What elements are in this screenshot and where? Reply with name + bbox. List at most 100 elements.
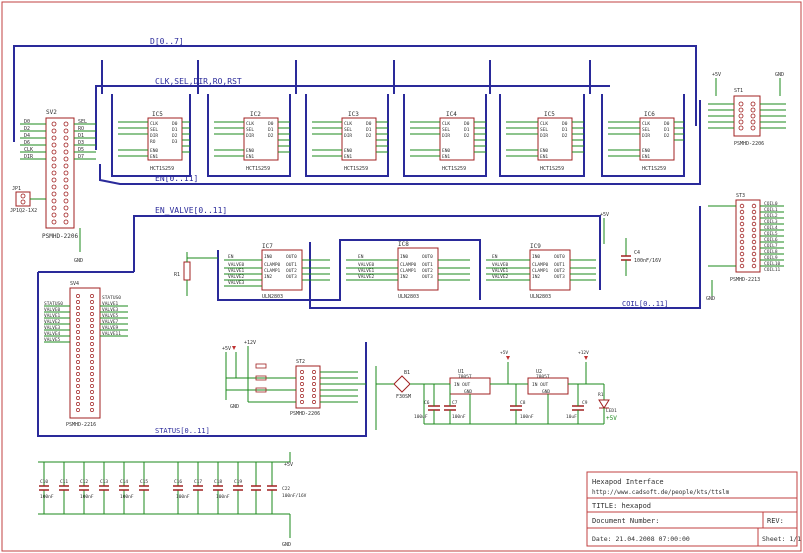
latch-pin: CLK [540, 121, 548, 127]
latch-pin: D1 [464, 127, 470, 133]
driver-pin: VALVE3 [228, 280, 245, 286]
bus-en-label: EN[0..11] [155, 174, 198, 183]
u2-part: 7805T [536, 374, 550, 380]
latch-name: IC6 [644, 111, 655, 118]
led-note: +5V [606, 415, 617, 422]
st3-pin: COIL10 [764, 261, 781, 267]
driver-pin: OUT0 [422, 254, 433, 260]
cap-name: C9 [582, 400, 588, 406]
driver-pin: OUT3 [286, 274, 297, 280]
latch-pin: EN1 [344, 154, 352, 160]
latch-name: IC5 [544, 111, 555, 118]
latch-pin: D1 [664, 127, 670, 133]
driver-pin: VALVE0 [492, 262, 509, 268]
sv2-name: SV2 [46, 109, 57, 116]
bus-en-valve: EN_VALVE[0..11] [133, 206, 601, 301]
sv2-pin: D2 [24, 126, 30, 132]
sv4-pin: VALVE5 [102, 313, 119, 319]
driver-pin: OUT1 [286, 262, 297, 268]
gnd-label: GND [230, 404, 239, 410]
bus-coil-label: COIL[0..11] [622, 300, 668, 308]
latch-name: IC5 [152, 111, 163, 118]
sv2-part: PSMHD-2206 [42, 233, 79, 240]
st3-pin: COIL6 [764, 237, 778, 243]
latch-pin: EN1 [150, 154, 158, 160]
latch-pin: D0 [562, 121, 568, 127]
sv2-pin: D4 [24, 133, 30, 139]
latch-pin: CLK [642, 121, 650, 127]
sv2-pin: D1 [78, 133, 84, 139]
latch-pin: EN0 [642, 148, 650, 154]
latch-pin: D1 [366, 127, 372, 133]
bus-status: STATUS[0..11] [37, 271, 367, 437]
decoupling-cap: C11 [60, 479, 68, 485]
st3-pin: COIL5 [764, 231, 778, 237]
decoupling-cap: C22 [282, 486, 290, 492]
latch-pin: D2 [172, 133, 178, 139]
sv2-pin: D5 [78, 147, 84, 153]
document-number: Document Number: [592, 517, 659, 525]
led-indicator: LED1 +5V R1 [598, 384, 617, 424]
driver-pin: EN [358, 254, 364, 260]
driver-ic-2: IC9 ULN2803 EN VALVE0 VALVE1 VALVE2 IN0 … [486, 243, 596, 300]
latch-pin: DIR [344, 133, 352, 139]
power-header-st2: ST2 PSMHD-2206 +5V +12V GND [222, 340, 366, 417]
decoupling-cap: C13 [100, 479, 108, 485]
latch-part: HCT1S259 [642, 166, 666, 172]
latch-pin: D1 [268, 127, 274, 133]
driver-pin: IN0 [532, 254, 540, 260]
driver-pin: CLAMP0 [532, 262, 549, 268]
decoupling-cap: C10 [40, 479, 48, 485]
driver-pin: CLAMP1 [400, 268, 417, 274]
jp1-name: JP1 [12, 186, 21, 192]
bus-en-valve-label: EN_VALVE[0..11] [155, 206, 227, 215]
bus-d-label: D[0..7] [150, 37, 184, 46]
driver-pin: EN [228, 254, 234, 260]
gnd-label: GND [775, 72, 784, 78]
latch-pin: D1 [562, 127, 568, 133]
decoupling-cap: C17 [194, 479, 202, 485]
latch-pin: SEL [642, 127, 650, 133]
net-label: +12V [244, 340, 256, 346]
title-field: TITLE: hexapod [592, 502, 651, 510]
b1-part: F30SM [396, 394, 411, 400]
bus-coil: COIL[0..11] [309, 206, 701, 309]
latch-ic-2: IC3 HCT1S259 CLK SEL DIR EN0 EN1 D0 D1 D… [312, 111, 388, 172]
latch-pin: D1 [172, 127, 178, 133]
latch-pin: DIR [642, 133, 650, 139]
latch-pin: SEL [246, 127, 254, 133]
decoupling-value: 100nF [40, 494, 54, 500]
driver-name: IC8 [398, 241, 409, 248]
cap-value: 100nF [520, 414, 534, 420]
driver-ic-0: IC7 ULN2803 EN VALVE0 VALVE1 VALVE2 VALV… [224, 243, 330, 300]
cap-name: C7 [452, 400, 458, 406]
sv4-pin: VALVE2 [44, 319, 61, 325]
cap-value: 100uF [414, 414, 428, 420]
title-url: http://www.cadsoft.de/people/kts/ttslm [592, 489, 730, 496]
decoupling-cap: C18 [214, 479, 222, 485]
latch-pin: EN1 [540, 154, 548, 160]
regulator-u2: U2 7805T IN OUT GND [527, 369, 569, 395]
latch-pin: EN1 [246, 154, 254, 160]
driver-pin: OUT3 [554, 274, 565, 280]
u1-part: 7805T [458, 374, 472, 380]
latch-pin: D3 [172, 139, 178, 145]
vcc-label: +5V [712, 72, 721, 78]
driver-pin: VALVE1 [492, 268, 509, 274]
cap-name: C6 [424, 400, 430, 406]
decoupling-gnd: GND [282, 542, 291, 548]
decoupling-row: +5V GND [38, 452, 307, 548]
u2-gnd: GND [542, 389, 550, 395]
driver-pin: VALVE1 [228, 268, 245, 274]
latch-pin: EN0 [442, 148, 450, 154]
driver-name: IC7 [262, 243, 273, 250]
sv4-pin: VALVE0 [44, 307, 61, 313]
driver-pin: IN2 [400, 274, 408, 280]
driver-pin: OUT2 [286, 268, 297, 274]
st3-pin: COIL9 [764, 255, 778, 261]
st3-pin: COIL7 [764, 243, 778, 249]
sv4-pin: STATUS0 [44, 301, 63, 307]
latch-part: HCT1S259 [442, 166, 466, 172]
st3-name: ST3 [736, 193, 745, 199]
sv4-part: PSMHD-2216 [66, 422, 96, 428]
